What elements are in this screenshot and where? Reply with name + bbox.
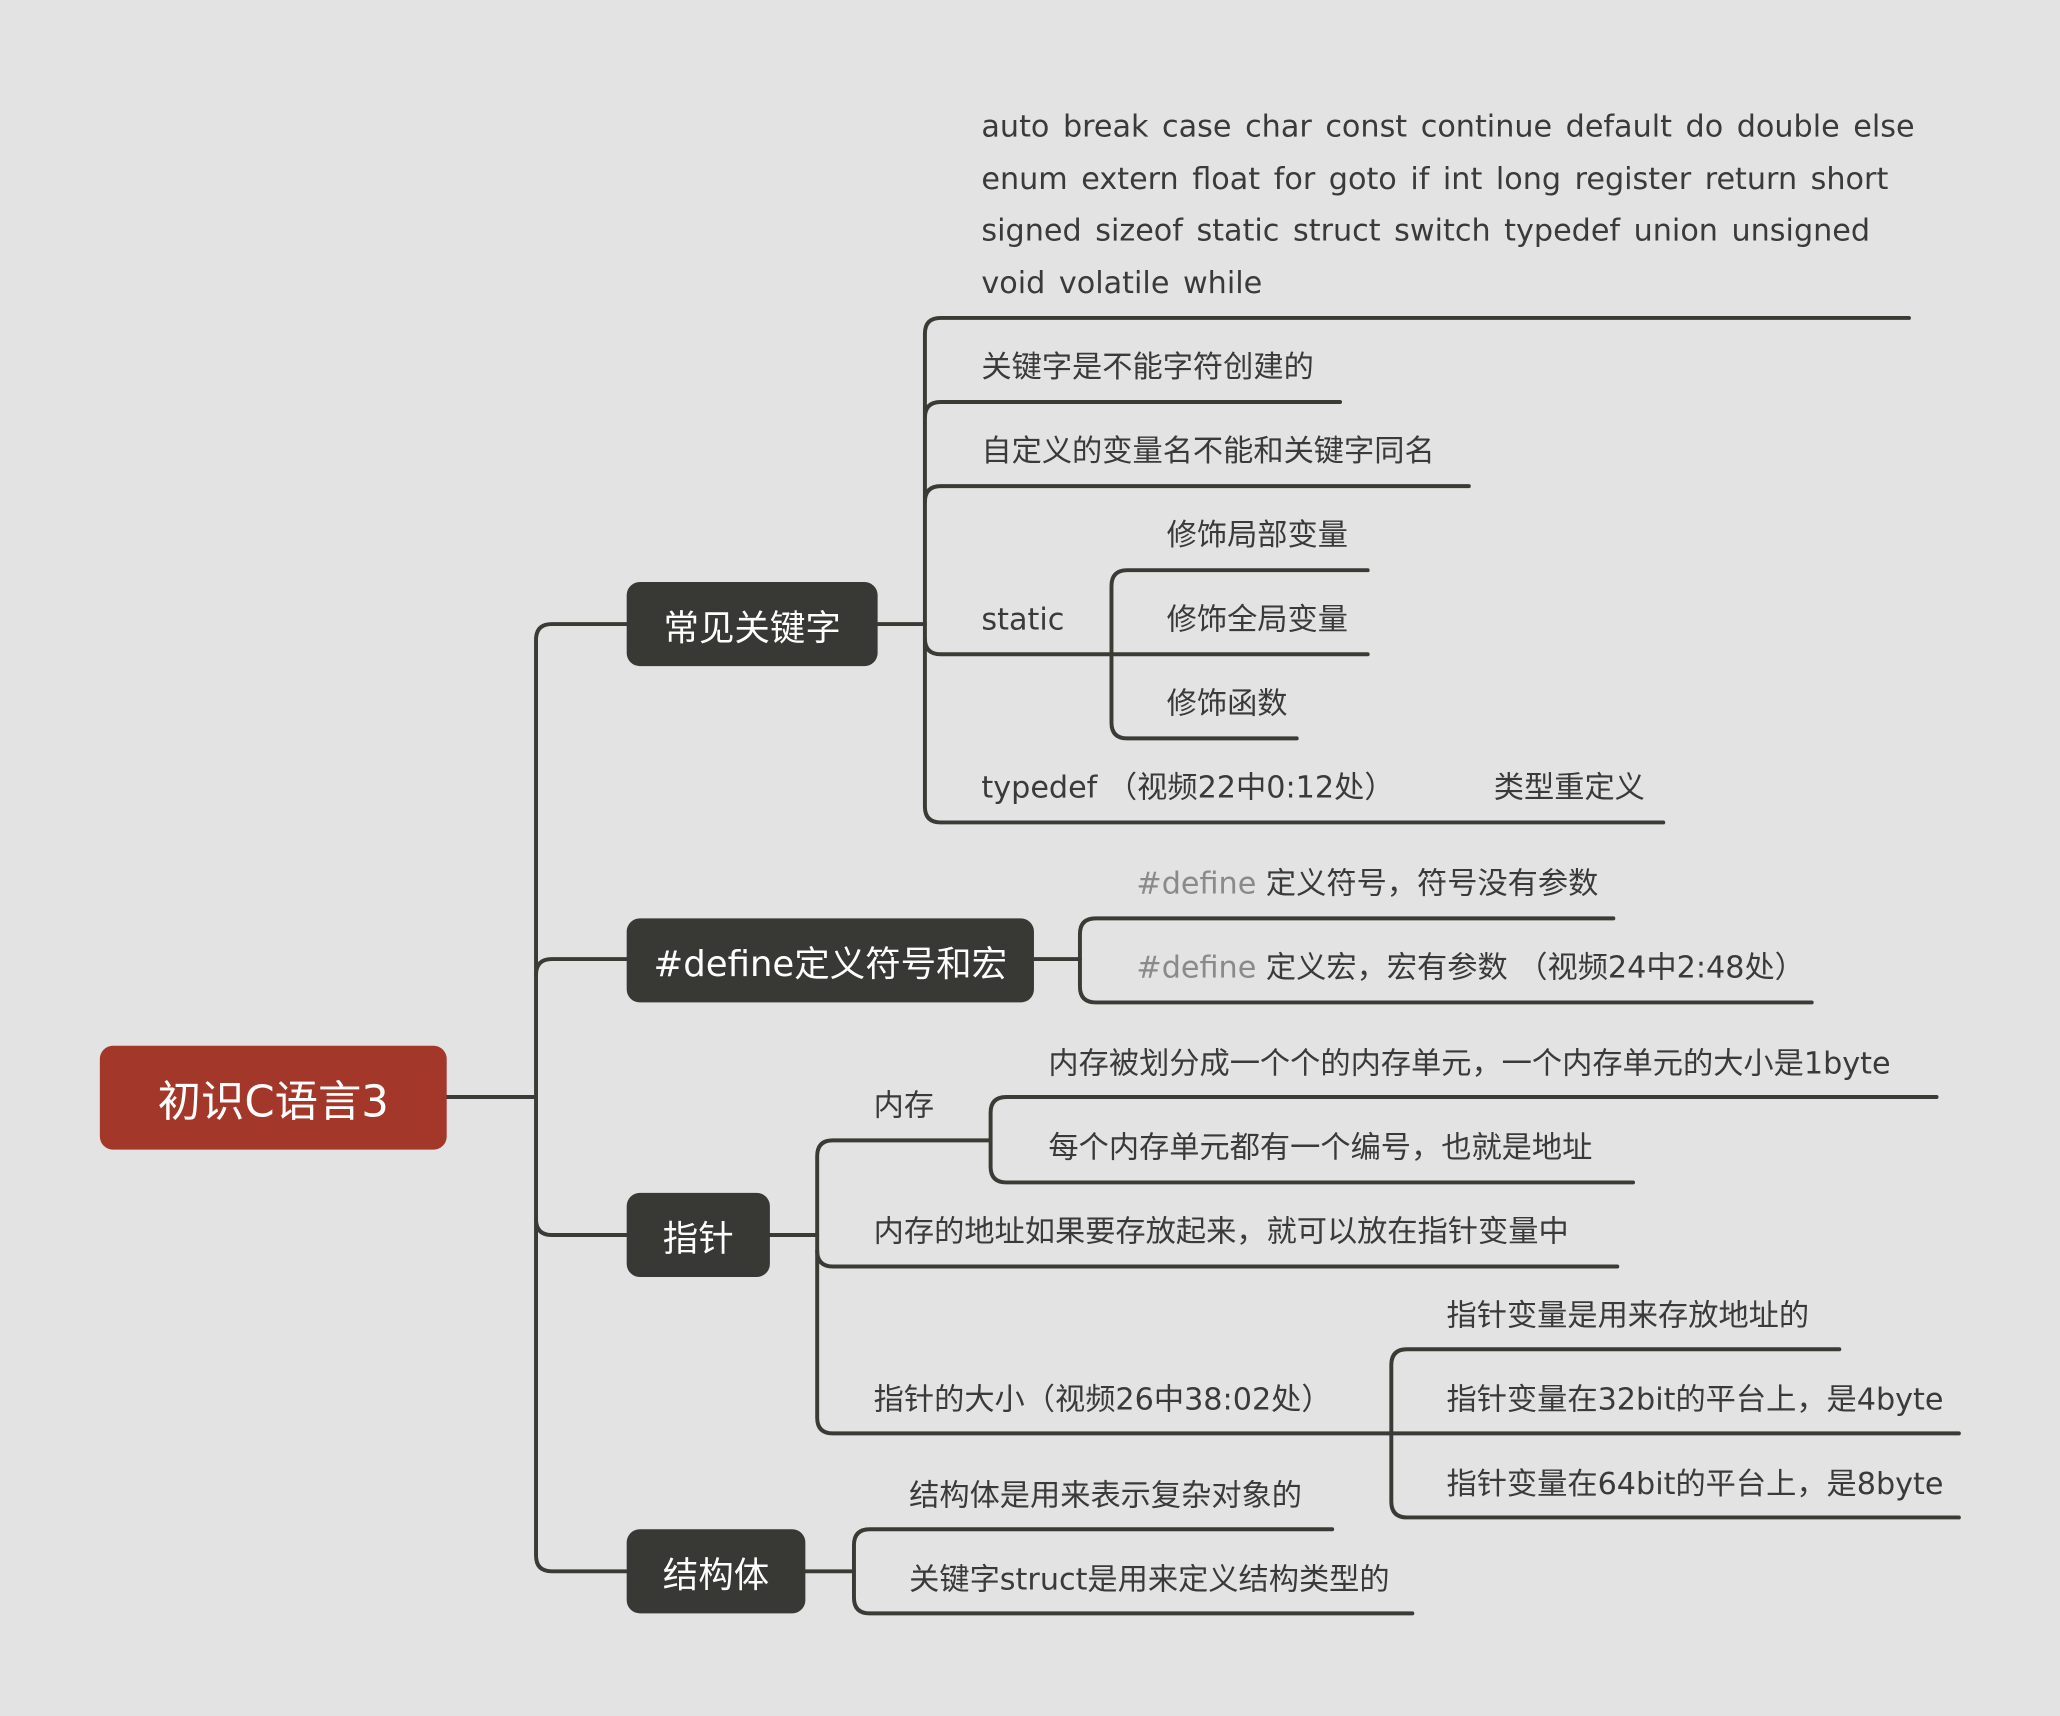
keyword-note-2[interactable]: 自定义的变量名不能和关键字同名 xyxy=(981,434,1435,470)
underline-store xyxy=(815,1248,1620,1269)
define-macro-text: 定义宏，宏有参数 （视频24中2:48处） xyxy=(1256,951,1805,986)
static-label[interactable]: static xyxy=(981,603,1065,638)
pointer-size-item-1[interactable]: 指针变量是用来存放地址的 xyxy=(1446,1299,1810,1334)
keyword-list[interactable]: auto break case char const continue defa… xyxy=(981,110,1915,301)
branch-define[interactable]: #define定义符号和宏 xyxy=(626,918,1034,1003)
branch-keywords[interactable]: 常见关键字 xyxy=(626,582,878,667)
typedef-label[interactable]: typedef （视频22中0:12处） xyxy=(981,771,1395,806)
underline-static xyxy=(922,636,1114,657)
define-symbol-text: 定义符号，符号没有参数 xyxy=(1256,867,1599,902)
memory-item-unit[interactable]: 内存被划分成一个个的内存单元，一个内存单元的大小是1byte xyxy=(1048,1047,1891,1082)
pointer-size-label[interactable]: 指针的大小（视频26中38:02处） xyxy=(873,1383,1332,1418)
pointer-store[interactable]: 内存的地址如果要存放起来，就可以放在指针变量中 xyxy=(873,1215,1569,1250)
connector-define xyxy=(534,957,629,977)
define-prefix: #define xyxy=(1136,951,1257,986)
pointer-size-item-3[interactable]: 指针变量在64bit的平台上，是8byte xyxy=(1446,1467,1944,1502)
define-prefix: #define xyxy=(1136,867,1257,902)
typedef-desc[interactable]: 类型重定义 xyxy=(1493,771,1645,806)
struct-item-1[interactable]: 结构体是用来表示复杂对象的 xyxy=(909,1479,1302,1514)
memory-item-address[interactable]: 每个内存单元都有一个编号，也就是地址 xyxy=(1048,1131,1593,1166)
connector-struct-bracket xyxy=(851,1527,1415,1616)
define-item-macro[interactable]: #define 定义宏，宏有参数 （视频24中2:48处） xyxy=(1136,949,1804,988)
memory-label[interactable]: 内存 xyxy=(873,1089,935,1124)
branch-pointer[interactable]: 指针 xyxy=(626,1192,770,1278)
connector-pointer-bracket xyxy=(815,1138,1394,1436)
pointer-size-item-2[interactable]: 指针变量在32bit的平台上，是4byte xyxy=(1446,1383,1944,1418)
branch-struct[interactable]: 结构体 xyxy=(626,1529,806,1614)
connector-keywords-bracket xyxy=(922,315,1911,825)
connector-trunk xyxy=(534,622,629,1574)
connector-pointer xyxy=(534,1217,629,1237)
static-item-global[interactable]: 修饰全局变量 xyxy=(1166,603,1348,638)
static-item-function[interactable]: 修饰函数 xyxy=(1166,687,1288,722)
root-node[interactable]: 初识C语言3 xyxy=(99,1045,447,1150)
connector-memory-bracket xyxy=(988,1095,1939,1185)
underline-note2 xyxy=(922,484,1471,504)
struct-item-2[interactable]: 关键字struct是用来定义结构类型的 xyxy=(909,1563,1390,1598)
underline-note1 xyxy=(922,400,1343,420)
keyword-note-1[interactable]: 关键字是不能字符创建的 xyxy=(981,350,1314,385)
static-item-local[interactable]: 修饰局部变量 xyxy=(1166,518,1348,554)
connector-define-bracket xyxy=(1077,916,1814,1005)
define-item-symbol[interactable]: #define 定义符号，符号没有参数 xyxy=(1136,864,1598,903)
